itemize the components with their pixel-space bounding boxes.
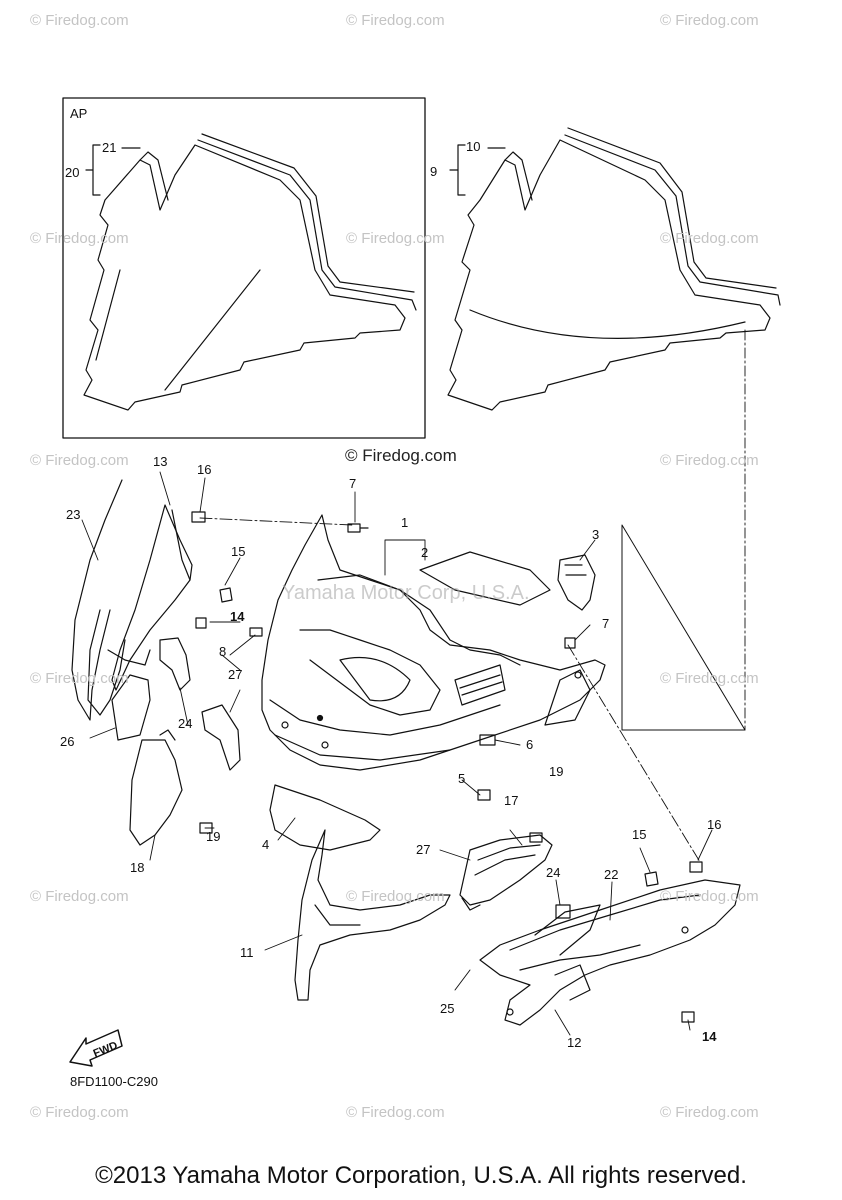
callout-14-left: 14 bbox=[230, 609, 245, 624]
diagram-code: 8FD1100-C290 bbox=[70, 1074, 158, 1089]
callout-16-left: 16 bbox=[197, 462, 212, 477]
panel-2 bbox=[419, 551, 551, 606]
callout-11: 11 bbox=[240, 945, 254, 960]
callout-18: 18 bbox=[130, 860, 145, 875]
callout-27-left: 27 bbox=[228, 667, 243, 682]
watermark: © Firedog.com bbox=[346, 888, 445, 905]
callout-26: 26 bbox=[60, 734, 75, 749]
watermark: © Firedog.com bbox=[660, 230, 759, 247]
callout-12: 12 bbox=[567, 1035, 582, 1050]
overlay-watermark: Yamaha Motor Corp, U.S.A. bbox=[282, 582, 530, 604]
watermark: © Firedog.com bbox=[30, 230, 129, 247]
watermark: © Firedog.com bbox=[30, 12, 129, 29]
callout-20: 20 bbox=[65, 165, 80, 180]
callout-15-right: 15 bbox=[632, 827, 647, 842]
callout-10: 10 bbox=[466, 139, 481, 154]
center-watermark: © Firedog.com bbox=[345, 446, 457, 465]
part-17 bbox=[459, 834, 553, 906]
callout-1: 1 bbox=[401, 515, 409, 530]
lower-cowl-12 bbox=[479, 879, 741, 1026]
callout-4: 4 bbox=[262, 837, 270, 852]
watermark: © Firedog.com bbox=[30, 1104, 129, 1121]
part-4 bbox=[269, 784, 381, 851]
copyright-notice: ©2013 Yamaha Motor Corporation, U.S.A. A… bbox=[95, 1162, 747, 1189]
hardware bbox=[191, 511, 703, 1023]
upper-cowling bbox=[261, 514, 606, 771]
callout-27-right: 27 bbox=[416, 842, 431, 857]
watermark: © Firedog.com bbox=[660, 452, 759, 469]
callout-5: 5 bbox=[458, 771, 466, 786]
callout-7-top: 7 bbox=[349, 476, 357, 491]
ap-label: AP bbox=[70, 106, 88, 121]
watermark: © Firedog.com bbox=[660, 12, 759, 29]
side-panel-23 bbox=[71, 479, 123, 721]
callout-17: 17 bbox=[504, 793, 519, 808]
callout-14-right: 14 bbox=[702, 1029, 717, 1044]
callout-19-left: 19 bbox=[206, 829, 221, 844]
callout-8: 8 bbox=[219, 644, 227, 659]
callout-24-left: 24 bbox=[178, 716, 193, 731]
callout-24-right: 24 bbox=[546, 865, 561, 880]
side-cover-18 bbox=[129, 739, 183, 846]
callout-9: 9 bbox=[430, 164, 438, 179]
callout-6: 6 bbox=[526, 737, 534, 752]
watermark: © Firedog.com bbox=[660, 888, 759, 905]
callout-25: 25 bbox=[440, 1001, 455, 1016]
callout-2: 2 bbox=[421, 545, 429, 560]
callout-3: 3 bbox=[592, 527, 600, 542]
watermark: © Firedog.com bbox=[30, 888, 129, 905]
callout-23: 23 bbox=[66, 507, 81, 522]
callout-16-right: 16 bbox=[707, 817, 722, 832]
callout-13: 13 bbox=[153, 454, 168, 469]
callout-19-right: 19 bbox=[549, 764, 564, 779]
forward-arrow-icon: FWD bbox=[69, 1029, 123, 1067]
watermark: © Firedog.com bbox=[660, 670, 759, 687]
callout-22: 22 bbox=[604, 867, 619, 882]
watermark: © Firedog.com bbox=[30, 452, 129, 469]
side-cowl-11 bbox=[294, 829, 451, 1001]
callout-15-left: 15 bbox=[231, 544, 246, 559]
watermark: © Firedog.com bbox=[30, 670, 129, 687]
windscreen-ap bbox=[83, 144, 406, 411]
watermark: © Firedog.com bbox=[660, 1104, 759, 1121]
callout-7-right: 7 bbox=[602, 616, 610, 631]
watermark: © Firedog.com bbox=[346, 230, 445, 247]
windscreen-main bbox=[447, 139, 771, 411]
ap-inset-box bbox=[62, 97, 426, 439]
watermark: © Firedog.com bbox=[346, 12, 445, 29]
watermark: © Firedog.com bbox=[346, 1104, 445, 1121]
callout-21: 21 bbox=[102, 140, 117, 155]
part-3 bbox=[557, 554, 596, 611]
